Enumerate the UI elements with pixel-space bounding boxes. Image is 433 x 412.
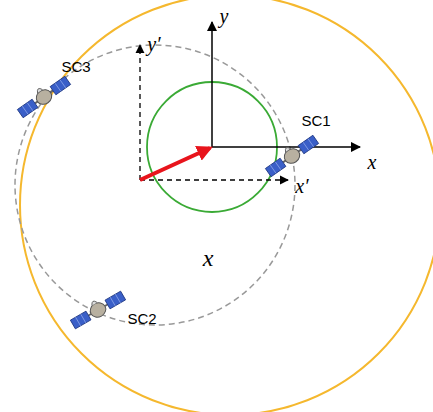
axis-label: y xyxy=(220,6,229,26)
satellite-label: SC1 xyxy=(301,113,330,128)
satellite-label: SC3 xyxy=(61,59,90,74)
outer-orbit xyxy=(20,0,433,412)
x-prime-axis xyxy=(140,179,288,180)
frame-label: x xyxy=(203,246,214,270)
satellite-label: SC2 xyxy=(127,311,156,326)
y-prime-axis xyxy=(139,45,140,180)
constellation-orbit xyxy=(15,45,295,325)
satellite-icon xyxy=(68,287,127,331)
y-axis xyxy=(211,22,213,147)
satellite-icon xyxy=(15,72,72,119)
axis-label: x′ xyxy=(295,176,308,196)
axis-label: x xyxy=(368,152,377,172)
satellite-icon xyxy=(263,131,320,178)
offset-vector xyxy=(140,148,210,180)
axis-label: y′ xyxy=(147,34,160,54)
